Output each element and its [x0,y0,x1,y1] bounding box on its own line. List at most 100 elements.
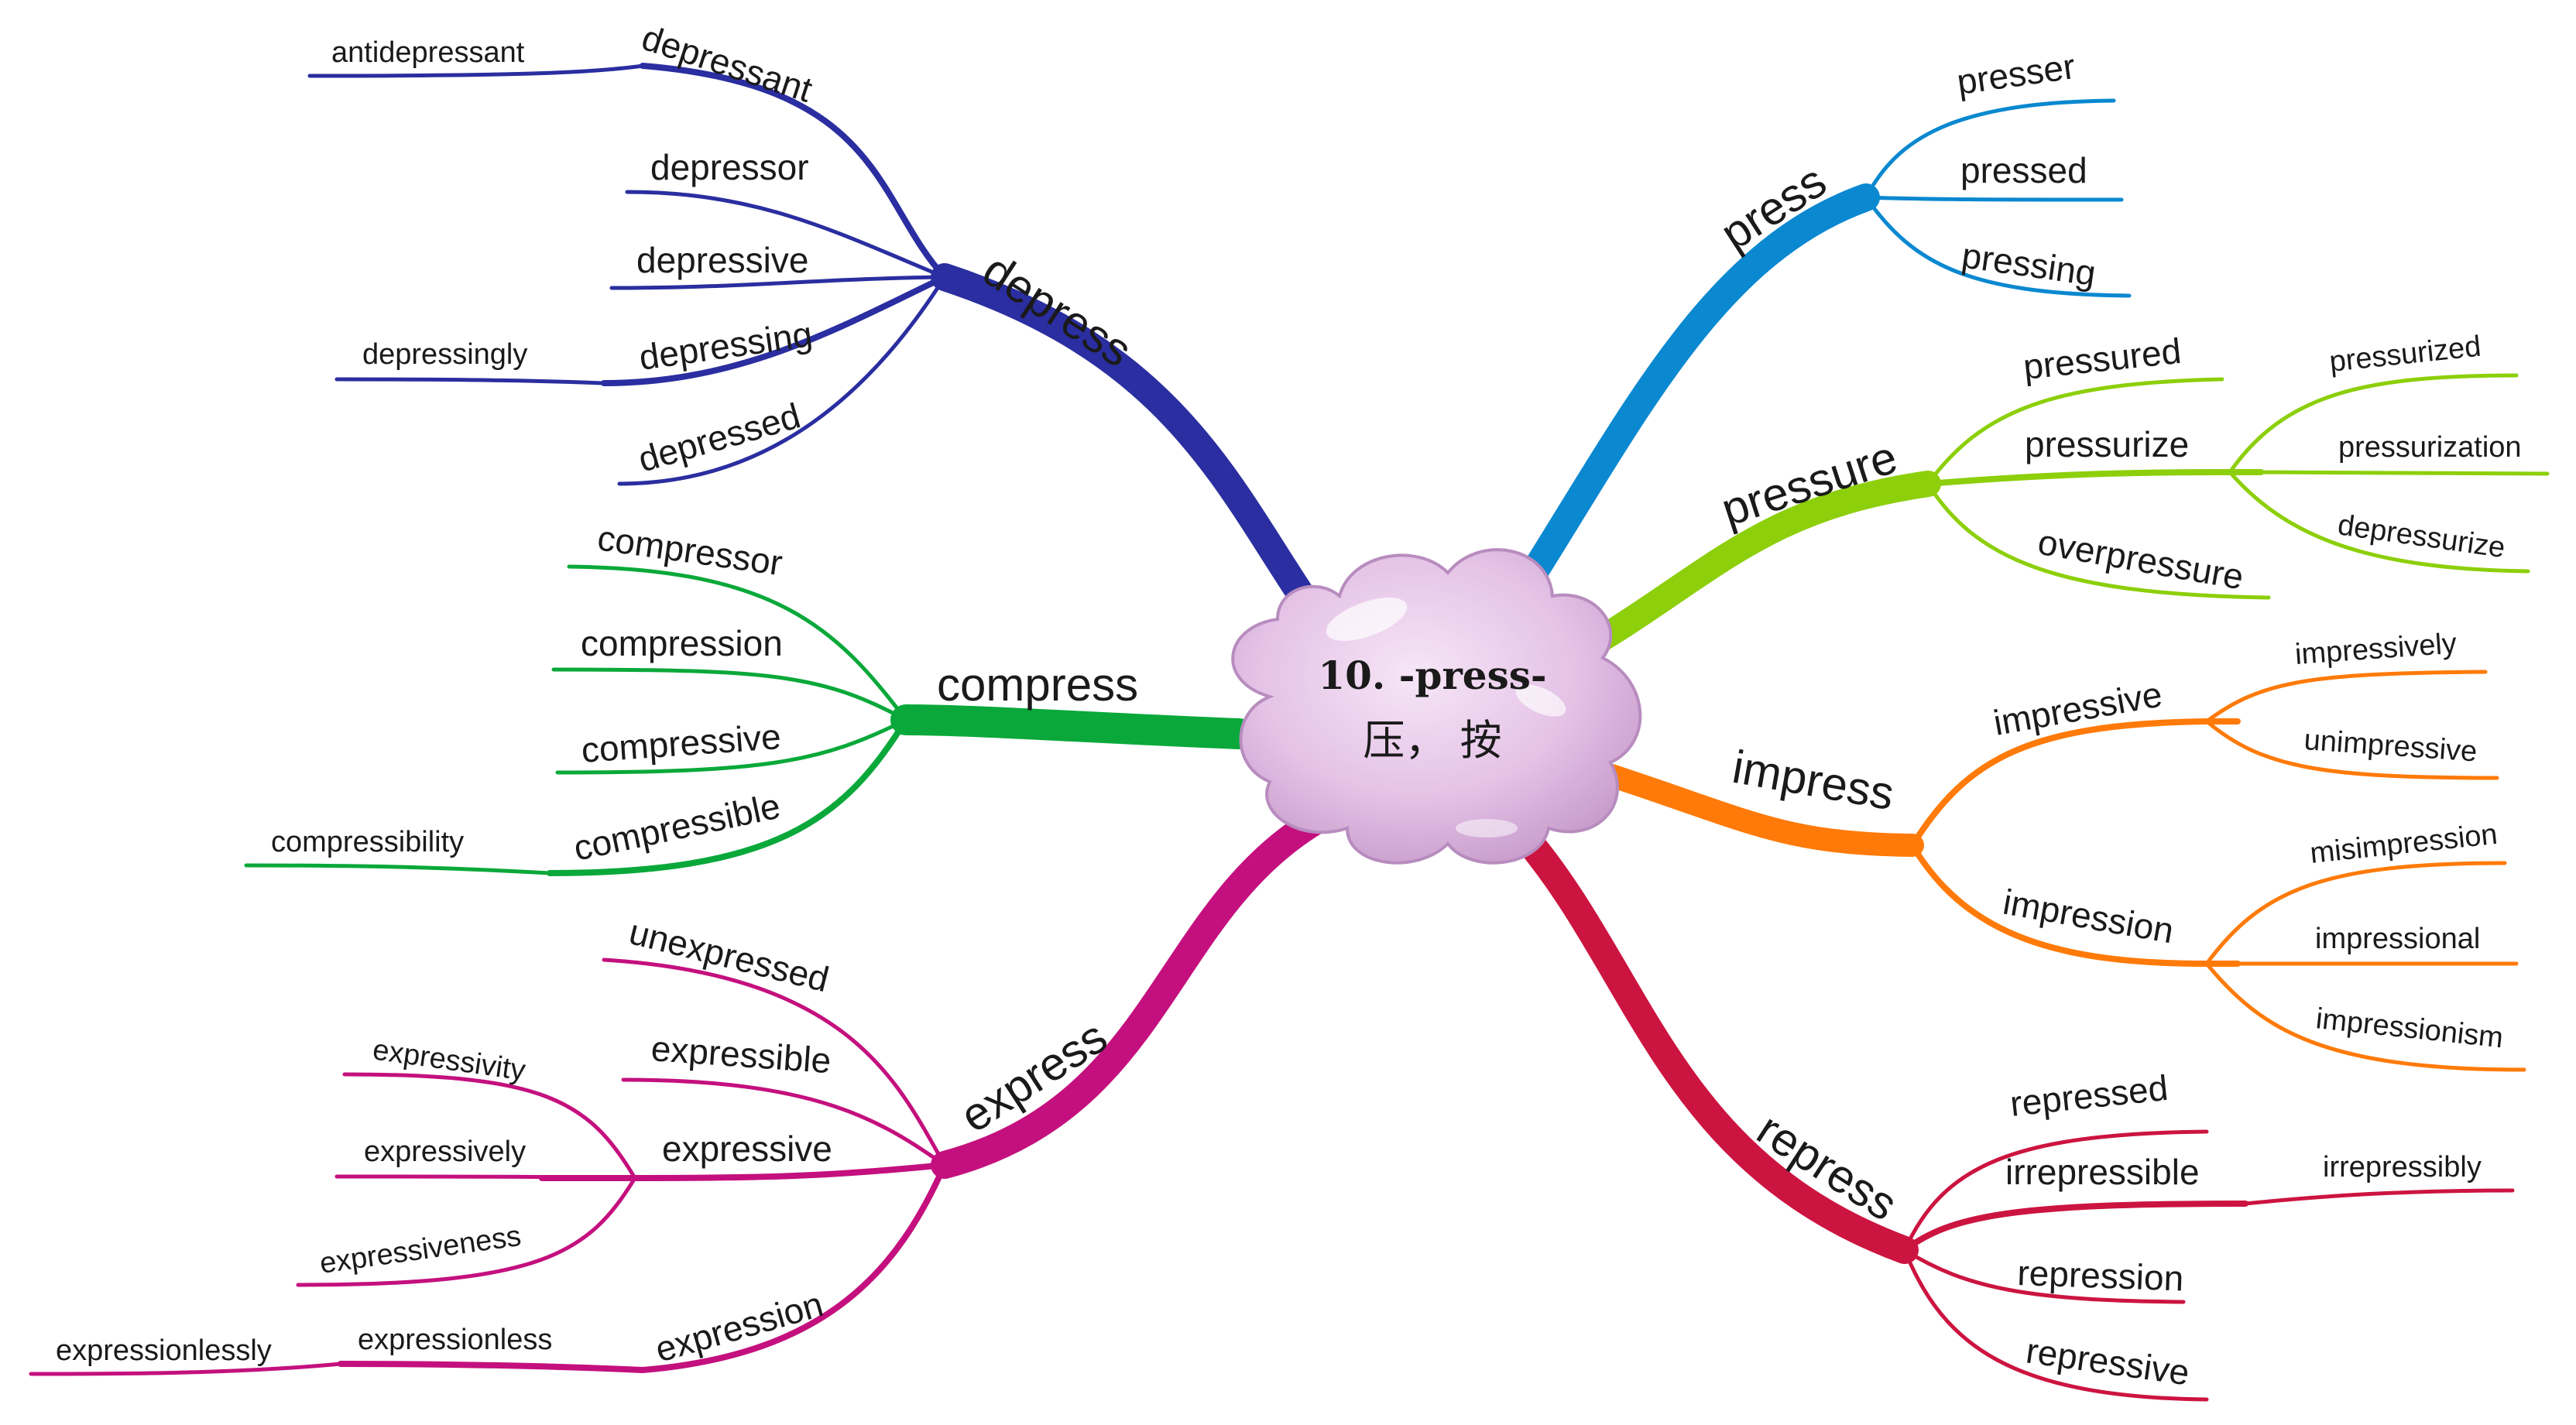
connector-impressively [2204,670,2488,724]
connector-depressed [617,275,947,486]
connector-antidepressant [307,63,645,78]
label-impress[interactable]: impress [1729,741,1898,820]
label-impressionism[interactable]: impressionism [2314,1002,2505,1054]
cloud-shape [1231,548,1642,865]
labels-express: express unexpressed expressible expressi… [56,911,1116,1369]
connector-unexpressed [602,957,947,1167]
connector-pressurize [1925,469,2233,487]
connector-expressionlessly [29,1362,343,1376]
labels-compress: compress compressor compression compress… [271,517,1138,868]
branch-express [29,807,1330,1376]
label-compressibility[interactable]: compressibility [271,826,464,858]
label-compressive[interactable]: compressive [580,716,782,770]
main-connector-express [931,807,1330,1179]
connector-pressurized [2228,373,2519,474]
main-connector-press [1480,183,1880,649]
connector-unimpressive [2204,719,2499,780]
label-expressive[interactable]: expressive [662,1129,832,1169]
connector-compressibility [244,863,552,875]
label-unexpressed[interactable]: unexpressed [626,911,833,999]
connector-depressive [609,275,947,290]
connector-irrepressibly [2243,1188,2515,1206]
label-pressurize[interactable]: pressurize [2025,424,2189,464]
connector-repression [1902,1248,2186,1304]
label-antidepressant[interactable]: antidepressant [331,36,525,69]
main-connector-repress [1504,814,1919,1264]
label-repressed[interactable]: repressed [2008,1067,2170,1124]
label-expression[interactable]: expression [650,1283,827,1369]
label-depressurize[interactable]: depressurize [2336,509,2507,564]
label-compressor[interactable]: compressor [595,517,785,583]
connector-compression [551,667,908,722]
main-connector-impress [1595,762,1924,857]
connector-impressive [1909,718,2210,848]
label-depressor[interactable]: depressor [650,147,809,187]
central-meaning: 压， 按 [1363,716,1501,765]
central-title: 10. -press- [1318,653,1546,698]
connector-impression [1909,842,2210,967]
label-repressive[interactable]: repressive [2024,1330,2192,1392]
connector-pressured [1926,377,2224,486]
label-expressively[interactable]: expressively [364,1136,526,1168]
cloud-highlight [1515,684,1566,717]
connector-pressurization [2228,470,2550,476]
cloud-highlight [1326,598,1408,641]
label-compressible[interactable]: compressible [570,786,784,868]
branch-press [1480,98,2132,649]
connector-pressing [1864,195,2132,298]
label-overpressure[interactable]: overpressure [2035,522,2246,598]
connector-depressing [601,274,948,386]
connector-repressed [1902,1129,2209,1252]
connector-overpressure [1926,481,2271,600]
label-impressional[interactable]: impressional [2315,923,2480,955]
label-depressingly[interactable]: depressingly [362,338,527,371]
connector-impressionism [2204,961,2526,1072]
branch-impress [1595,670,2526,1072]
connector-expressivity [342,1072,637,1180]
label-compression[interactable]: compression [581,623,783,663]
branch-repress [1504,814,2515,1402]
connector-depressingly [334,377,606,385]
label-irrepressible[interactable]: irrepressible [2005,1152,2200,1192]
connector-depressurize [2228,470,2530,574]
label-expressionless[interactable]: expressionless [358,1324,552,1356]
label-pressurized[interactable]: pressurized [2328,331,2483,379]
connector-compressible [547,717,909,876]
connector-repressive [1902,1248,2209,1402]
connector-expressible [621,1077,947,1167]
connector-expressiveness [296,1176,637,1287]
label-irrepressibly[interactable]: irrepressibly [2323,1151,2482,1184]
connector-pressed [1864,195,2124,202]
connector-compressor [567,564,908,722]
label-impressively[interactable]: impressively [2294,627,2458,670]
label-presser[interactable]: presser [1954,46,2077,102]
cloud-highlight [1456,819,1518,838]
connector-compressive [555,718,908,775]
connector-expression [640,1162,948,1373]
connector-misimpression [2204,861,2507,966]
label-unimpressive[interactable]: unimpressive [2303,724,2478,769]
connector-expressive [632,1162,948,1181]
label-pressurization[interactable]: pressurization [2338,431,2522,464]
connector-depressor [625,190,947,279]
labels-pressure: pressure pressured pressurize pressurize… [1715,331,2521,598]
labels-depress: depress depressant antidepressant depres… [331,17,1141,480]
label-compress[interactable]: compress [937,659,1138,711]
connector-presser [1864,98,2116,200]
label-repression[interactable]: repression [2017,1252,2184,1298]
label-depressed[interactable]: depressed [633,395,804,479]
central-cloud[interactable]: 10. -press- 压， 按 [1231,548,1642,865]
connector-expressively [334,1174,637,1180]
main-connector-compress [890,704,1254,749]
label-pressing[interactable]: pressing [1960,235,2098,293]
connector-irrepressible [1902,1201,2248,1253]
label-expressionlessly[interactable]: expressionlessly [56,1334,272,1367]
connector-expressionless [338,1361,646,1373]
connector-depressant [640,63,948,280]
branch-compress [244,564,1254,876]
label-pressed[interactable]: pressed [1960,150,2087,190]
label-depressive[interactable]: depressive [636,240,808,280]
label-depressant[interactable]: depressant [637,17,818,110]
label-pressured[interactable]: pressured [2022,331,2183,387]
label-expressible[interactable]: expressible [650,1028,832,1081]
